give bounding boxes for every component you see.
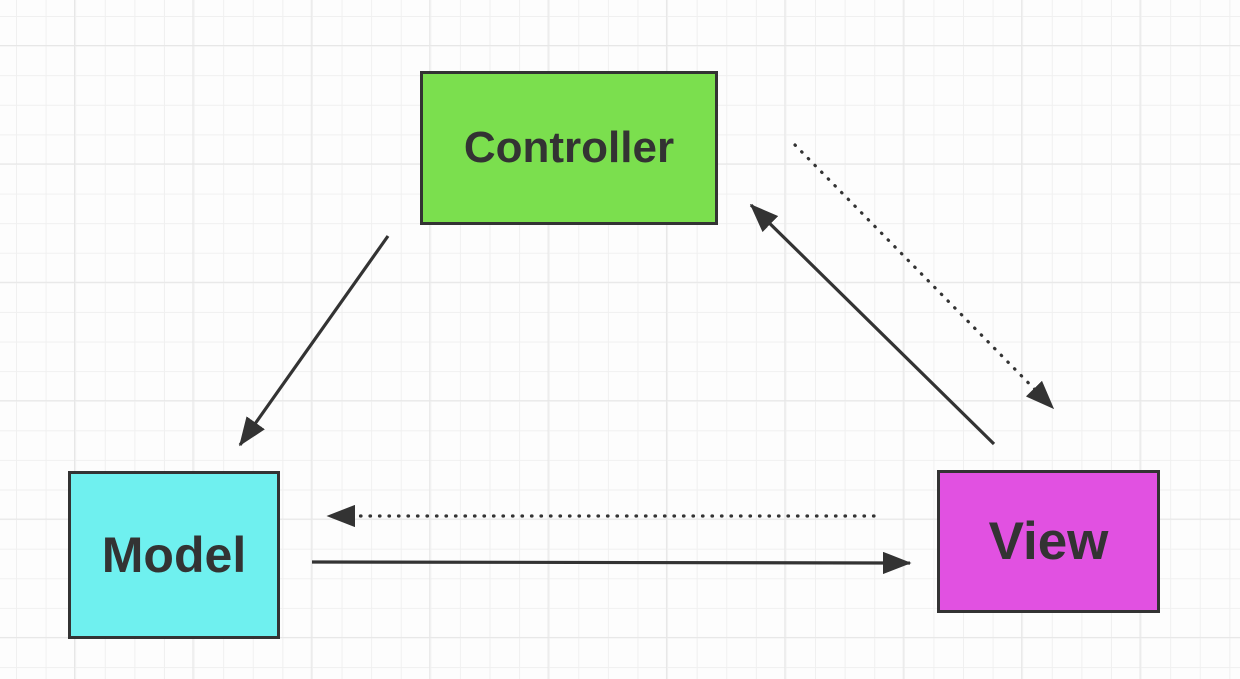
node-view-label: View xyxy=(988,512,1109,571)
node-controller-label: Controller xyxy=(463,123,675,172)
edge-view-to-controller xyxy=(749,203,996,446)
edge-controller-to-view xyxy=(793,143,1055,410)
node-model-label: Model xyxy=(101,527,247,583)
node-controller: Controller xyxy=(420,71,718,225)
node-model: Model xyxy=(68,471,280,639)
node-view: View xyxy=(937,470,1160,613)
edge-controller-to-model xyxy=(238,235,390,447)
edge-model-to-view xyxy=(311,551,912,575)
